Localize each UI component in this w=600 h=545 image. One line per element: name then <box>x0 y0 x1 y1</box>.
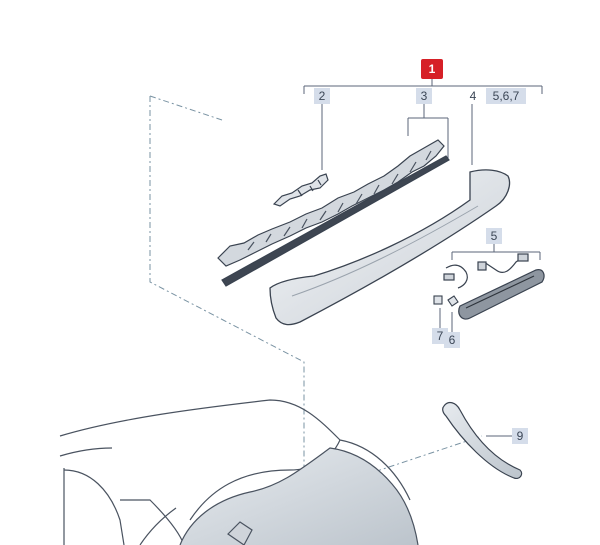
part-4-spoiler <box>269 169 511 326</box>
callout-5-6-7[interactable]: 5,6,7 <box>486 88 526 104</box>
callout-4[interactable]: 4 <box>469 89 477 103</box>
callout-5[interactable]: 5 <box>486 228 502 244</box>
callout-6[interactable]: 6 <box>444 332 460 348</box>
callout-9[interactable]: 9 <box>512 428 528 444</box>
part-6-7-clips <box>433 295 459 307</box>
callout-bracket-lines <box>303 79 543 437</box>
part-3-mounting-strip <box>217 139 450 287</box>
part-2-bracket <box>272 173 329 207</box>
callout-3[interactable]: 3 <box>416 88 432 104</box>
vehicle-rear <box>59 399 419 545</box>
dashed-leader-lines <box>149 95 483 510</box>
main-assembly-badge[interactable]: 1 <box>421 59 443 79</box>
part-9-side-trim <box>442 401 523 479</box>
part-5-brake-light <box>443 253 545 320</box>
callout-2[interactable]: 2 <box>314 88 330 104</box>
